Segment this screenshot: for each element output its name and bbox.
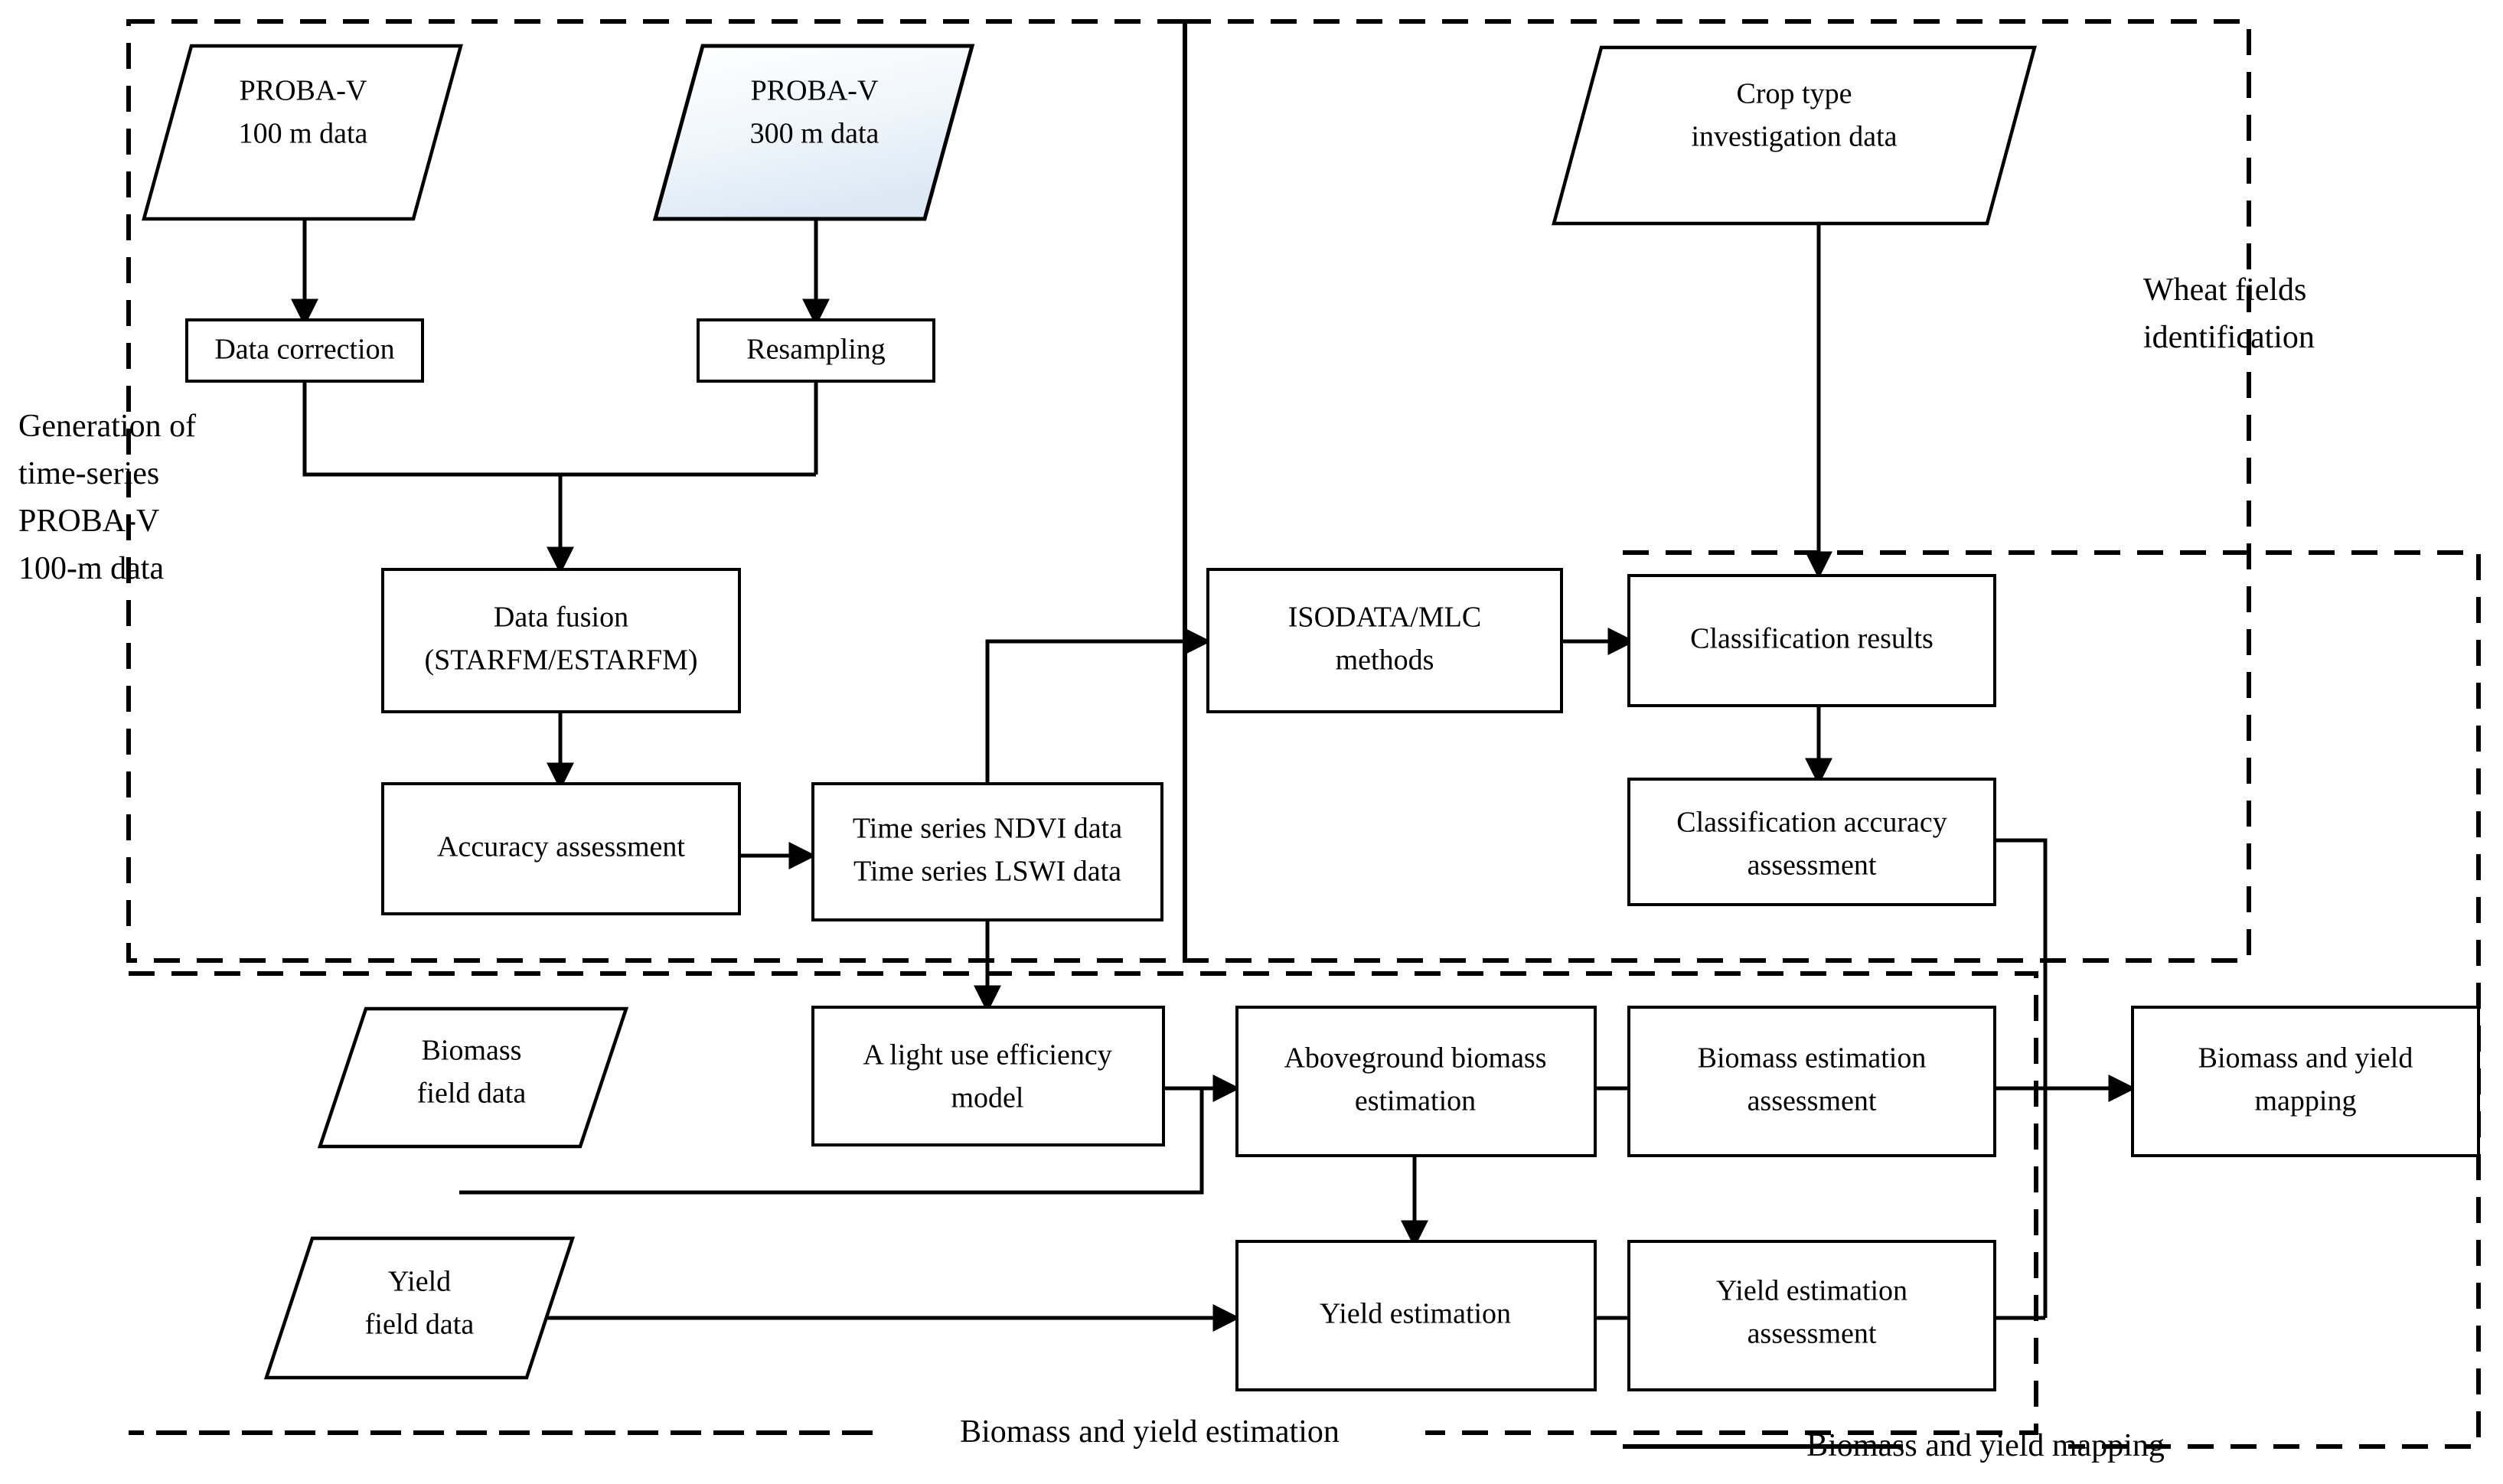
- node-yield-assessment-line2: assessment: [1748, 1318, 1877, 1350]
- node-classification-accuracy-line1: Classification accuracy: [1676, 807, 1947, 839]
- group-label-generation-line1: Generation of: [18, 409, 196, 444]
- node-proba-v-300m[interactable]: [652, 44, 975, 221]
- node-crop-type-investigation[interactable]: [1552, 45, 2037, 226]
- node-resampling[interactable]: [697, 318, 935, 383]
- group-label-mapping: Biomass and yield mapping: [1806, 1428, 2165, 1463]
- node-accuracy-assessment-label: Accuracy assessment: [437, 831, 685, 863]
- node-time-series-line1: Time series NDVI data: [853, 813, 1122, 845]
- node-proba-v-100m-line2: 100 m data: [239, 118, 368, 150]
- group-label-estimation: Biomass and yield estimation: [960, 1414, 1340, 1450]
- node-data-fusion[interactable]: [381, 568, 741, 713]
- node-biomass-yield-mapping-line1: Biomass and yield: [2198, 1042, 2413, 1075]
- node-data-fusion-line2: (STARFM/ESTARFM): [424, 644, 697, 677]
- node-yield-field-line2: field data: [365, 1309, 475, 1341]
- node-biomass-estimation-assessment[interactable]: [1627, 1006, 1996, 1157]
- node-biomass-assessment-line2: assessment: [1748, 1085, 1877, 1117]
- node-proba-v-100m-line1: PROBA-V: [240, 75, 367, 107]
- group-label-generation-line4: 100-m data: [18, 551, 164, 586]
- node-classification-accuracy-assessment[interactable]: [1627, 778, 1996, 906]
- node-isodata-mlc-line1: ISODATA/MLC: [1288, 602, 1481, 634]
- connector-biomassfield-to-agb: [459, 1088, 1204, 1195]
- node-data-correction[interactable]: [185, 318, 424, 383]
- node-isodata-mlc-line2: methods: [1336, 644, 1434, 677]
- node-proba-v-300m-line2: 300 m data: [750, 118, 879, 150]
- connector-correction-to-fusion: [302, 380, 816, 477]
- node-lue-model-line2: model: [951, 1082, 1024, 1114]
- group-label-generation-line3: PROBA-V: [18, 504, 159, 539]
- node-biomass-yield-mapping-line2: mapping: [2255, 1085, 2357, 1117]
- node-yield-estimation-assessment[interactable]: [1627, 1240, 1996, 1391]
- group-label-generation-line2: time-series: [18, 456, 159, 491]
- node-data-correction-label: Data correction: [214, 334, 394, 366]
- node-classification-accuracy-line2: assessment: [1748, 850, 1877, 882]
- group-boundary-wheat-identification: [1183, 19, 2251, 963]
- node-lue-model-line1: A light use efficiency: [863, 1039, 1111, 1071]
- node-yield-assessment-line1: Yield estimation: [1716, 1275, 1907, 1307]
- group-label-wheat-line2: identification: [2143, 320, 2315, 355]
- node-agb-estimation-line2: estimation: [1355, 1085, 1476, 1117]
- node-classification-results[interactable]: [1627, 574, 1996, 707]
- node-yield-estimation[interactable]: [1235, 1240, 1597, 1391]
- node-crop-type-line1: Crop type: [1737, 78, 1852, 110]
- node-agb-estimation-line1: Aboveground biomass: [1284, 1042, 1546, 1075]
- node-yield-field-line1: Yield: [388, 1266, 451, 1298]
- node-biomass-field-line1: Biomass: [422, 1035, 522, 1067]
- node-aboveground-biomass-estimation[interactable]: [1235, 1006, 1597, 1157]
- group-label-wheat-line1: Wheat fields: [2143, 272, 2306, 308]
- node-light-use-efficiency-model[interactable]: [811, 1006, 1165, 1146]
- node-biomass-field-data[interactable]: [317, 1006, 629, 1149]
- node-biomass-yield-mapping[interactable]: [2131, 1006, 2480, 1157]
- node-proba-v-300m-line1: PROBA-V: [751, 75, 879, 107]
- node-time-series-line2: Time series LSWI data: [853, 856, 1121, 888]
- node-crop-type-line2: investigation data: [1691, 121, 1897, 153]
- node-biomass-field-line2: field data: [417, 1078, 527, 1110]
- node-yield-estimation-label: Yield estimation: [1320, 1298, 1511, 1330]
- node-time-series-data[interactable]: [811, 782, 1163, 921]
- connector-classaccuracy-to-mapping: [1995, 838, 2048, 1318]
- node-biomass-assessment-line1: Biomass estimation: [1698, 1042, 1927, 1075]
- group-boundary-estimation: [129, 971, 2038, 1435]
- node-accuracy-assessment[interactable]: [381, 782, 741, 915]
- node-isodata-mlc-methods[interactable]: [1206, 568, 1563, 713]
- node-data-fusion-line1: Data fusion: [494, 602, 628, 634]
- node-classification-results-label: Classification results: [1690, 623, 1934, 655]
- node-yield-field-data[interactable]: [263, 1236, 576, 1380]
- node-proba-v-100m[interactable]: [142, 44, 463, 221]
- node-resampling-label: Resampling: [746, 334, 886, 366]
- group-boundary-mapping: [1623, 550, 2481, 1449]
- connector-timeseries-to-isodata: [985, 628, 1212, 784]
